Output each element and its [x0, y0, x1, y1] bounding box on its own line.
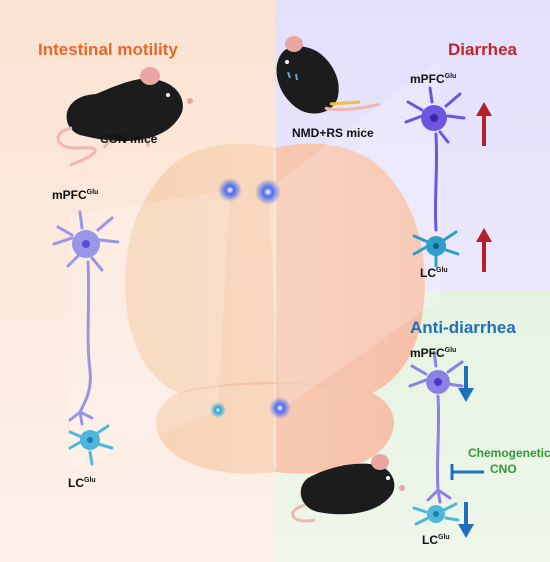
mpfc-label-anti: mPFCGlu — [410, 346, 457, 360]
lc-neuron-left — [68, 424, 114, 466]
treated-mouse-icon — [291, 454, 405, 523]
lc-label-diarrhea: LCGlu — [420, 266, 448, 280]
diarrhea-title: Diarrhea — [448, 40, 517, 59]
down-arrow-lc — [458, 502, 474, 538]
lc-neuron-diarrhea — [412, 230, 460, 268]
mpfc-neuron-diarrhea — [404, 86, 466, 232]
brain-illustration — [70, 60, 440, 474]
nmd-mice-label: NMD+RS mice — [292, 126, 374, 140]
lc-glow-right — [269, 397, 291, 419]
inhibition-symbol — [450, 464, 484, 480]
mpfc-label-left: mPFCGlu — [52, 188, 99, 202]
anti-diarrhea-title: Anti-diarrhea — [410, 318, 516, 337]
mpfc-neuron-anti — [408, 350, 464, 504]
mpfc-label-diarrhea: mPFCGlu — [410, 72, 457, 86]
mpfc-glow-right — [255, 179, 281, 205]
lc-neuron-anti — [412, 502, 460, 526]
chemogenetic-label: Chemogenetic — [468, 446, 550, 460]
up-arrow-mpfc — [476, 102, 492, 146]
cno-label: CNO — [490, 462, 517, 476]
intestinal-motility-title: Intestinal motility — [38, 40, 178, 59]
lc-label-left: LCGlu — [68, 476, 96, 490]
up-arrow-lc — [476, 228, 492, 272]
down-arrow-mpfc — [458, 366, 474, 402]
mpfc-neuron-left — [52, 210, 120, 426]
mpfc-glow-left — [218, 178, 242, 202]
lc-glow-left — [210, 402, 226, 418]
lc-label-anti: LCGlu — [422, 533, 450, 547]
con-mouse-icon — [56, 67, 193, 167]
nmd-mouse-icon — [276, 36, 381, 114]
con-mice-label: CON mice — [100, 132, 158, 146]
